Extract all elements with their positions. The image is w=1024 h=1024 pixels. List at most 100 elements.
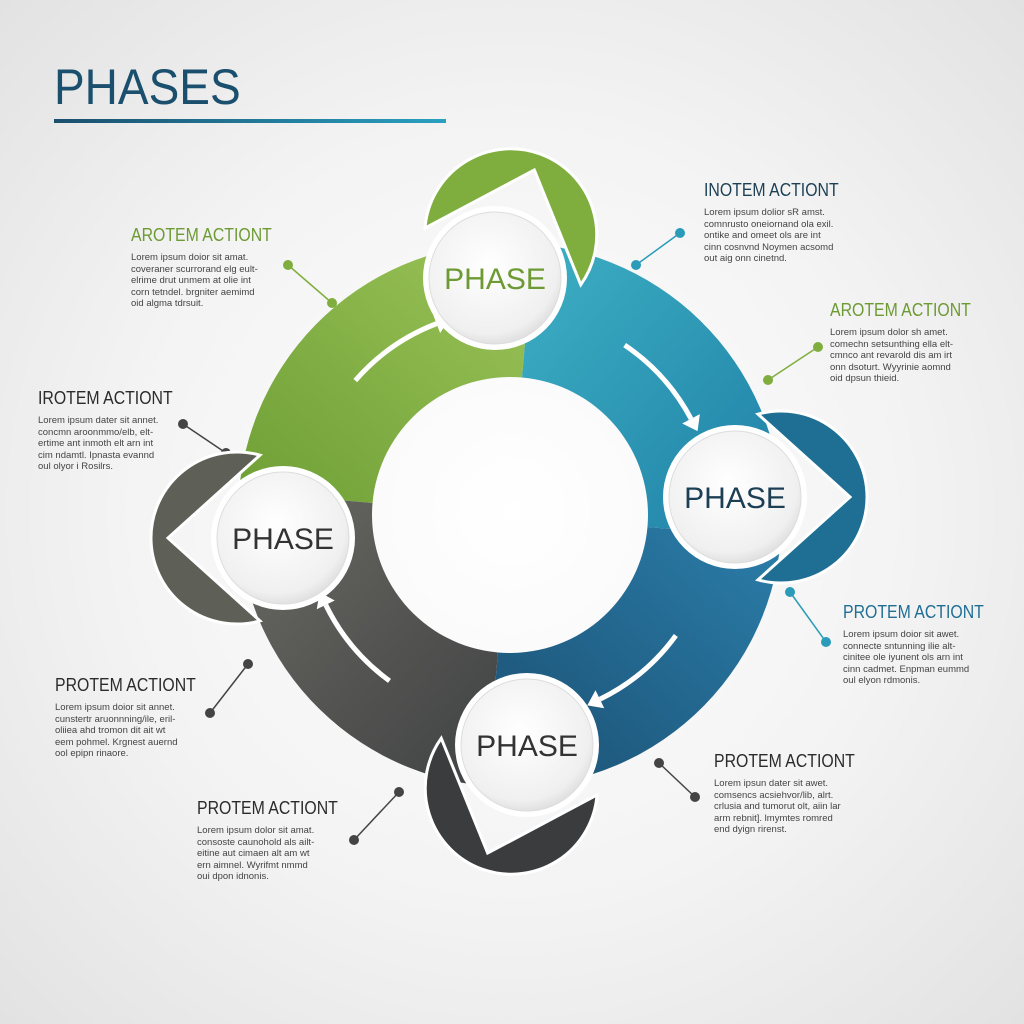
callout-4: IROTEM ACTIONT Lorem ipsum dater sit anne… <box>38 388 188 473</box>
phase-circle <box>216 471 350 605</box>
callout-text-line: ontike and omeet ols are int <box>704 230 821 241</box>
phase-label: PHASE <box>444 263 546 296</box>
callout-title: PROTEM ACTIONT <box>55 675 196 695</box>
phase-node-4[interactable]: PHASE <box>423 673 599 876</box>
callout-text-line: oul elyon rdmonis. <box>843 675 921 686</box>
callout-6: PROTEM ACTIONT Lorem ipsum doior sit anne… <box>55 675 205 760</box>
connector-dot <box>178 419 188 429</box>
callout-text-line: corn tetndel. brgniter aemimd <box>131 286 255 298</box>
callout-text-line: elrime drut unmem at olie int <box>131 275 251 286</box>
connector-dot <box>349 835 359 845</box>
callout-text-line: cinitee ole iyunent ols arn int <box>843 652 963 663</box>
callout-5: PROTEM ACTIONT Lorem ipsum doior sit awet… <box>843 602 993 687</box>
connector-dot <box>821 637 831 647</box>
callout-text-line: Lorem ipsum dolior sR amst. <box>704 207 825 218</box>
phase-badge-shape <box>754 409 869 585</box>
connector-line <box>353 791 400 841</box>
callout-text-line: Lorem ipsum doior sit awet. <box>843 629 960 640</box>
callout-title: PROTEM ACTIONT <box>714 751 855 771</box>
phase-circle <box>428 211 562 345</box>
connector-line <box>635 232 681 266</box>
callout-title: PROTEM ACTIONT <box>197 798 338 818</box>
callout-text-line: Lorem ipsum doior sit annet. <box>55 702 175 713</box>
callout-title: INOTEM ACTIONT <box>704 180 839 200</box>
callout-text-line: Lorem ipsum dater sit annet. <box>38 415 159 426</box>
arrow-blue-icon <box>598 634 678 702</box>
callout-text-line: ertime ant inmoth elt arn int <box>38 438 154 449</box>
callout-text-line: consoste caunohold als ailt- <box>197 836 315 848</box>
callout-text-line: cim ndamtl. Ipnasta evannd <box>38 449 155 461</box>
callout-text-line: oui dpon idnonis. <box>197 871 269 882</box>
connector-dot <box>785 587 795 597</box>
callout-title: IROTEM ACTIONT <box>38 388 173 408</box>
callout-text-line: oid algma tdrsuit. <box>131 298 204 309</box>
arrow-teal-head-icon <box>682 414 700 432</box>
callout-text-line: out aig onn cinetnd. <box>704 253 787 264</box>
phase-label: PHASE <box>232 523 334 556</box>
callout-2: INOTEM ACTIONT Lorem ipsum dolior sR amst… <box>704 180 854 265</box>
callout-text-line: comsencs acsiehvor/lib, alrt. <box>714 789 834 801</box>
callout-text-line: arm rebnit]. lmymtes romred <box>714 812 833 824</box>
callout-text-line: Lorem ipsun dater sit awet. <box>714 778 829 789</box>
callout-text-line: oid dpsun thieid. <box>830 373 900 384</box>
callout-text-line: comechn setsunthing ella elt- <box>830 338 954 350</box>
callout-title: AROTEM ACTIONT <box>131 225 272 245</box>
connector-dot <box>205 708 215 718</box>
connector-dot <box>327 298 337 308</box>
page-title: PHASES <box>54 59 241 115</box>
phase-label: PHASE <box>476 730 578 763</box>
arrow-gray-icon <box>323 603 391 683</box>
connector-dot <box>243 659 253 669</box>
callout-title: PROTEM ACTIONT <box>843 602 984 622</box>
phase-circle <box>668 430 802 564</box>
callout-1: AROTEM ACTIONT Lorem ipsum doior sit amat… <box>131 225 281 310</box>
arrow-green-icon <box>353 321 438 383</box>
callout-text-line: ern aimnel. Wyrifmt nmmd <box>197 859 308 871</box>
phase-node-2[interactable]: PHASE <box>663 409 869 585</box>
phase-badge-shape <box>423 147 599 288</box>
connector-dot <box>813 342 823 352</box>
callout-text-line: Lorem ipsum doior sit amat. <box>131 252 249 263</box>
connector-line <box>182 423 227 454</box>
phase-badge-shape <box>423 735 599 876</box>
callout-8: PROTEM ACTIONT Lorem ipsum dolor sit amat… <box>197 798 347 883</box>
callout-text-line: coveraner scurrorand elg eult- <box>131 263 258 275</box>
phase-node-1[interactable]: PHASE <box>423 147 599 350</box>
callout-text-line: eem pohmel. Krgnest auernd <box>55 736 178 748</box>
callout-text-line: cunstertr aruonnning/ile, eril- <box>55 713 176 725</box>
callout-text-line: oliiea ahd tromon dit ait wt <box>55 725 166 736</box>
connector-line <box>767 346 819 381</box>
phase-badge-shape <box>149 450 264 626</box>
phase-circle <box>460 678 594 812</box>
phase-node-3[interactable]: PHASE <box>149 450 355 626</box>
callout-text-line: crlusia and tumorut olt, aiin lar <box>714 801 841 812</box>
callout-7: PROTEM ACTIONT Lorem ipsun dater sit awet… <box>714 751 864 836</box>
connector-dot <box>690 792 700 802</box>
callout-3: AROTEM ACTIONT Lorem ipsum dolor sh amet.… <box>830 300 980 385</box>
callout-text-line: Lorem ipsum dolor sh amet. <box>830 327 948 338</box>
callout-text-line: oul olyor i Rosilrs. <box>38 461 113 472</box>
arrow-teal-icon <box>623 342 694 420</box>
callout-text-line: cinn cadmet. Enpman eummd <box>843 663 970 675</box>
phase-label: PHASE <box>684 482 786 515</box>
connector-line <box>287 264 333 304</box>
connector-dot <box>631 260 641 270</box>
connector-dot <box>675 228 685 238</box>
callout-text-line: end dyign rirenst. <box>714 824 787 835</box>
connector-dot <box>283 260 293 270</box>
callout-text-line: cinn cosnvnd Noymen acsomd <box>704 241 834 253</box>
connector-dot <box>654 758 664 768</box>
connector-line <box>789 591 827 643</box>
connector-dot <box>394 787 404 797</box>
callout-text-line: connecte sntunning ilie alt- <box>843 640 956 652</box>
callout-text-line: onn dsoturt. Wyyrinie aomnd <box>830 361 951 373</box>
callout-text-line: comnrusto oneiornand ola exil. <box>704 218 834 230</box>
callout-text-line: Lorem ipsum dolor sit amat. <box>197 825 315 836</box>
title-underline <box>54 119 446 123</box>
connector-line <box>658 762 696 798</box>
connector-line <box>209 663 249 714</box>
connector-dot <box>763 375 773 385</box>
callout-text-line: ool epipn rinaore. <box>55 748 129 759</box>
callout-title: AROTEM ACTIONT <box>830 300 971 320</box>
